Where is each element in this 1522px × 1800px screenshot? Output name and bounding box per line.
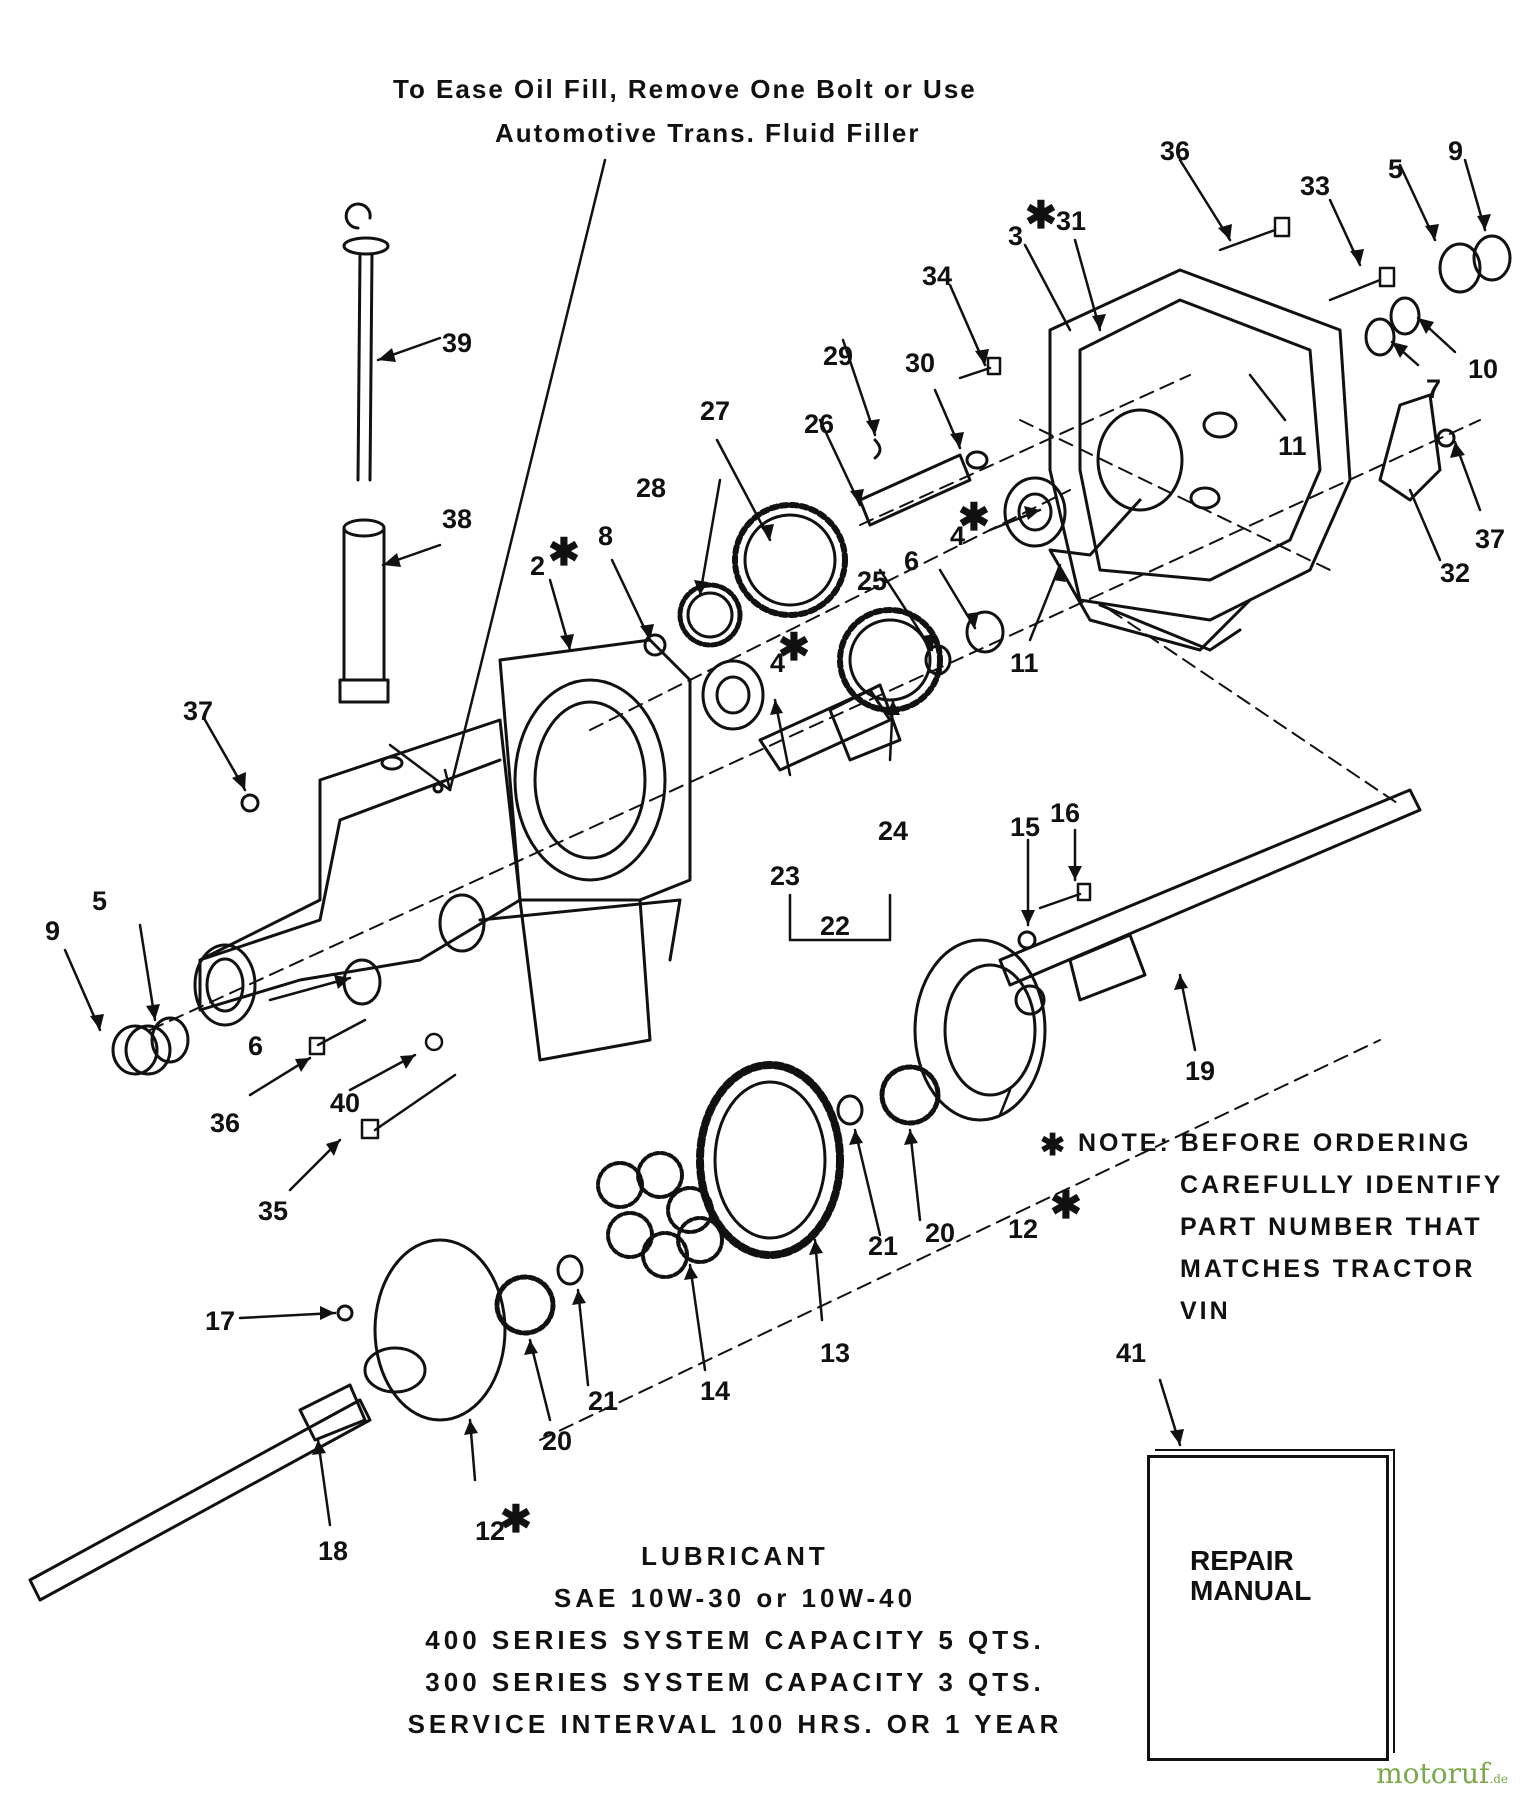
bolt-parts [308,216,1396,1140]
axle-shaft-part [28,788,1422,1602]
lubricant-grade: SAE 10W-30 or 10W-40 [553,1583,917,1613]
callout-14: 14 [700,1376,730,1406]
callout-36: 36 [210,1108,240,1138]
callout-12: 12 [1008,1214,1038,1244]
repair-manual-title-line2: MANUAL [1190,1575,1312,1606]
svg-text:✱: ✱ [1025,195,1057,237]
callout-11: 11 [1010,648,1039,678]
callout-23: 23 [770,861,800,891]
callout-4: 4 [950,521,965,551]
svg-text:✱: ✱ [1040,1129,1065,1162]
callout-27: 27 [700,396,730,426]
repair-manual-part: REPAIR MANUAL [1147,1455,1389,1761]
watermark-brand: motoruf [1376,1757,1490,1790]
callout-30: 30 [905,348,935,378]
svg-text:✱: ✱ [958,497,990,539]
pinion-shaft-part [758,453,972,772]
lubricant-capacity-400: 400 SERIES SYSTEM CAPACITY 5 QTS. [425,1625,1045,1655]
callout-12: 12 [475,1516,505,1546]
oil-fill-note-line1: To Ease Oil Fill, Remove One Bolt or Use [393,74,977,104]
arrowheads [90,214,1491,1455]
ordering-note-line2: CAREFULLY IDENTIFY [1180,1171,1504,1199]
callout-11: 11 [1278,431,1307,461]
ordering-note-line4: MATCHES TRACTOR [1180,1255,1476,1283]
callout-20: 20 [542,1426,572,1456]
callout-24: 24 [878,816,908,846]
carrier-part [363,938,1047,1422]
callout-20: 20 [925,1218,955,1248]
lubricant-title: LUBRICANT [641,1541,829,1571]
callout-10: 10 [1468,354,1498,384]
callout-3: 3 [1008,221,1023,251]
dipstick-part [342,202,390,482]
callout-31: 31 [1056,206,1086,236]
callout-9: 9 [45,916,60,946]
callout-21: 21 [868,1231,898,1261]
svg-text:✱: ✱ [1050,1185,1082,1227]
callout-37: 37 [183,696,213,726]
transaxle-housing-part [193,638,692,1062]
callout-8: 8 [598,521,613,551]
oil-fill-note-line2: Automotive Trans. Fluid Filler [495,118,921,148]
callout-18: 18 [318,1536,348,1566]
asterisk-marks: ✱ ✱ ✱ ✱ ✱ ✱ ✱ [500,195,1082,1541]
svg-text:✱: ✱ [548,532,580,574]
planet-gears-part [596,1151,724,1279]
watermark-tld: .de [1489,1772,1508,1786]
repair-manual-title: REPAIR MANUAL [1190,1546,1311,1606]
callout-34: 34 [922,261,952,291]
fill-tube-part [338,518,390,704]
lubricant-capacity-300: 300 SERIES SYSTEM CAPACITY 3 QTS. [425,1667,1045,1697]
ordering-note-line5: VIN [1180,1297,1231,1325]
motoruf-watermark: motoruf.de [1376,1757,1508,1790]
callout-36: 36 [1160,136,1190,166]
callout-6: 6 [248,1031,263,1061]
callout-28: 28 [636,473,666,503]
bearings-washers-part [111,234,1512,1322]
callout-13: 13 [820,1338,850,1368]
callout-38: 38 [442,504,472,534]
callout-35: 35 [258,1196,288,1226]
callout-7: 7 [1426,374,1441,404]
repair-manual-title-line1: REPAIR [1190,1545,1294,1576]
cotter-pin-part [873,438,882,460]
callout-29: 29 [823,341,853,371]
callout-5: 5 [92,886,107,916]
ordering-note-line3: PART NUMBER THAT [1180,1213,1483,1241]
housing-cover-part [1048,268,1352,652]
callout-2: 2 [530,551,545,581]
callout-32: 32 [1440,558,1470,588]
callout-4: 4 [770,648,785,678]
callout-16: 16 [1050,798,1080,828]
callout-15: 15 [1010,812,1040,842]
callout-19: 19 [1185,1056,1215,1086]
callout-22: 22 [820,911,850,941]
callout-39: 39 [442,328,472,358]
callout-9: 9 [1448,136,1463,166]
callout-17: 17 [205,1306,235,1336]
callout-40: 40 [330,1088,360,1118]
callout-25: 25 [857,566,887,596]
callout-41: 41 [1116,1338,1146,1368]
callout-21: 21 [588,1386,618,1416]
svg-text:✱: ✱ [500,1499,532,1541]
ordering-note: NOTE: BEFORE ORDERING CAREFULLY IDENTIFY… [1048,1122,1503,1332]
callout-33: 33 [1300,171,1330,201]
ordering-note-line1: NOTE: BEFORE ORDERING [1078,1129,1472,1157]
callout-26: 26 [804,409,834,439]
svg-text:✱: ✱ [778,627,810,669]
lubricant-spec: LUBRICANT SAE 10W-30 or 10W-40 400 SERIE… [380,1535,1090,1745]
lubricant-interval: SERVICE INTERVAL 100 HRS. OR 1 YEAR [407,1709,1063,1739]
callout-5: 5 [1388,154,1403,184]
callout-37: 37 [1475,524,1505,554]
callout-6: 6 [904,546,919,576]
